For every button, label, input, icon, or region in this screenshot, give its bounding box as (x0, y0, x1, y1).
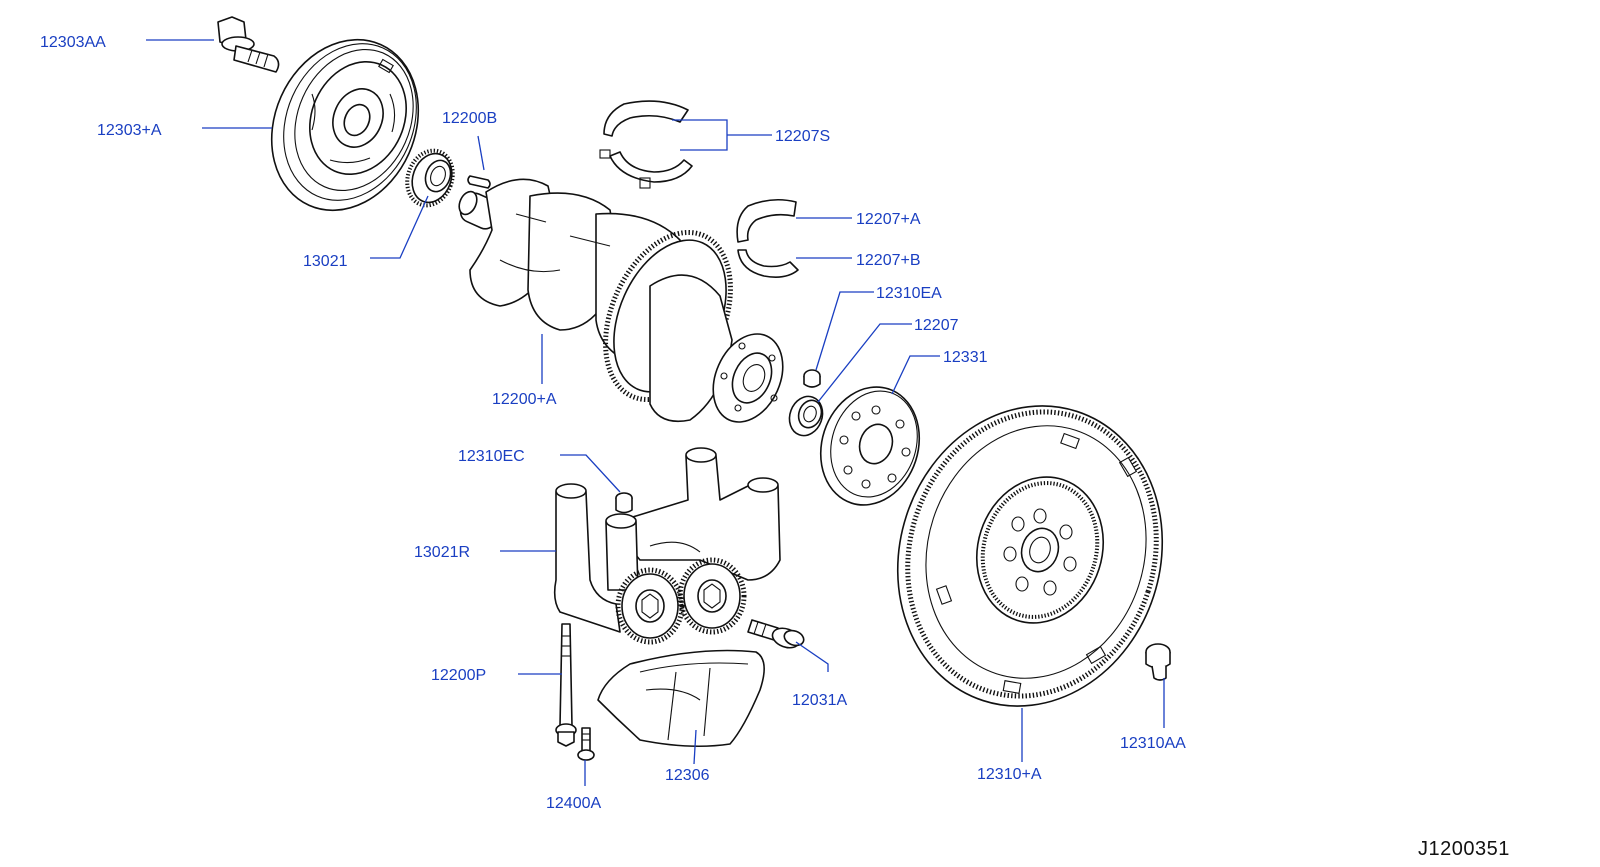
block-dowel-drawing (615, 492, 633, 514)
diagram-code: J1200351 (1418, 838, 1510, 860)
main-bearing-drawing (736, 198, 799, 278)
label-12200B: 12200B (442, 110, 497, 127)
pilot-bearing-drawing (788, 395, 824, 437)
flywheel-drawing (896, 405, 1164, 707)
label-12207: 12207 (914, 317, 959, 334)
label-12303AA: 12303AA (40, 34, 106, 51)
label-12306: 12306 (665, 767, 710, 784)
label-12303A: 12303+A (97, 122, 162, 139)
label-12310AA: 12310AA (1120, 735, 1186, 752)
label-12200A: 12200+A (492, 391, 557, 408)
label-12200P: 12200P (431, 667, 486, 684)
label-12310EA: 12310EA (876, 285, 942, 302)
crank-key-drawing (467, 175, 491, 189)
crank-pulley-drawing (270, 38, 420, 212)
leader-lines (146, 39, 1165, 786)
balancer-bolt-drawing (747, 619, 805, 649)
crankshaft-drawing (458, 178, 784, 423)
label-12207A: 12207+A (856, 211, 921, 228)
dowel-pin-drawing (803, 369, 821, 388)
label-12310A: 12310+A (977, 766, 1042, 783)
reinforcement-plate-drawing (819, 386, 921, 506)
label-13021: 13021 (303, 253, 348, 270)
small-bolt-drawing (577, 727, 595, 761)
label-12207B: 12207+B (856, 252, 921, 269)
part-labels: 12303AA 12303+A 12200B 12207S 12207+A 12… (40, 34, 1186, 812)
balancer-assembly-drawing (553, 447, 781, 645)
oil-baffle-drawing (597, 649, 765, 748)
label-12207S: 12207S (775, 128, 830, 145)
label-13021R: 13021R (414, 544, 470, 561)
label-12400A: 12400A (546, 795, 601, 812)
long-bolt-drawing (555, 623, 577, 747)
flywheel-bolt-drawing (1145, 643, 1171, 681)
crank-sprocket-drawing (405, 148, 455, 208)
label-12031A: 12031A (792, 692, 847, 709)
label-12331: 12331 (943, 349, 988, 366)
label-12310EC: 12310EC (458, 448, 525, 465)
thrust-washer-drawing (599, 100, 693, 189)
pulley-bolt-drawing (217, 16, 280, 73)
